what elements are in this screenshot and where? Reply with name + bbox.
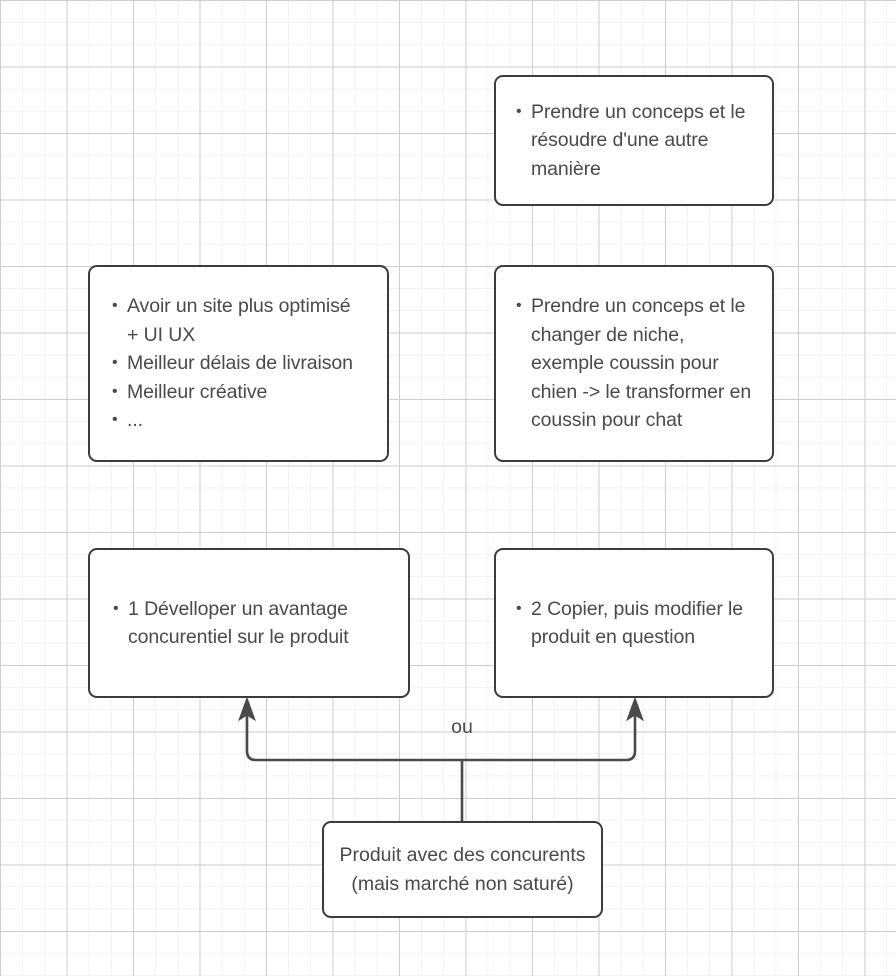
node-prendre-concept-resoudre[interactable]: Prendre un conceps et le résoudre d'une …	[494, 75, 774, 206]
node-avantages-list[interactable]: Avoir un site plus optimisé + UI UX Meil…	[88, 265, 389, 462]
list-item: Prendre un conceps et le changer de nich…	[514, 292, 754, 435]
bullet-list: Prendre un conceps et le résoudre d'une …	[514, 98, 754, 184]
list-item: 2 Copier, puis modifier le produit en qu…	[514, 595, 754, 652]
list-item: Meilleur créative	[110, 378, 367, 407]
arrowhead-option-2	[626, 696, 644, 722]
connector-label-ou: ou	[451, 716, 473, 738]
bullet-list: 1 Dévelloper un avantage concurentiel su…	[111, 595, 387, 652]
list-item: 1 Dévelloper un avantage concurentiel su…	[111, 595, 387, 652]
list-item: Meilleur délais de livraison	[110, 349, 367, 378]
node-text: Produit avec des concurents (mais marché…	[339, 844, 586, 895]
connector-to-option-1	[245, 712, 462, 762]
node-option-2[interactable]: 2 Copier, puis modifier le produit en qu…	[494, 548, 774, 698]
node-prendre-concept-niche[interactable]: Prendre un conceps et le changer de nich…	[494, 265, 774, 462]
node-produit-root[interactable]: Produit avec des concurents (mais marché…	[322, 821, 603, 918]
list-item: Avoir un site plus optimisé + UI UX	[110, 292, 367, 349]
bullet-list: 2 Copier, puis modifier le produit en qu…	[514, 595, 754, 652]
bullet-list: Prendre un conceps et le changer de nich…	[514, 292, 754, 435]
arrowhead-option-1	[238, 696, 256, 722]
node-option-1[interactable]: 1 Dévelloper un avantage concurentiel su…	[88, 548, 410, 698]
list-item: Prendre un conceps et le résoudre d'une …	[514, 98, 754, 184]
bullet-list: Avoir un site plus optimisé + UI UX Meil…	[110, 292, 367, 435]
list-item: ...	[110, 406, 367, 435]
